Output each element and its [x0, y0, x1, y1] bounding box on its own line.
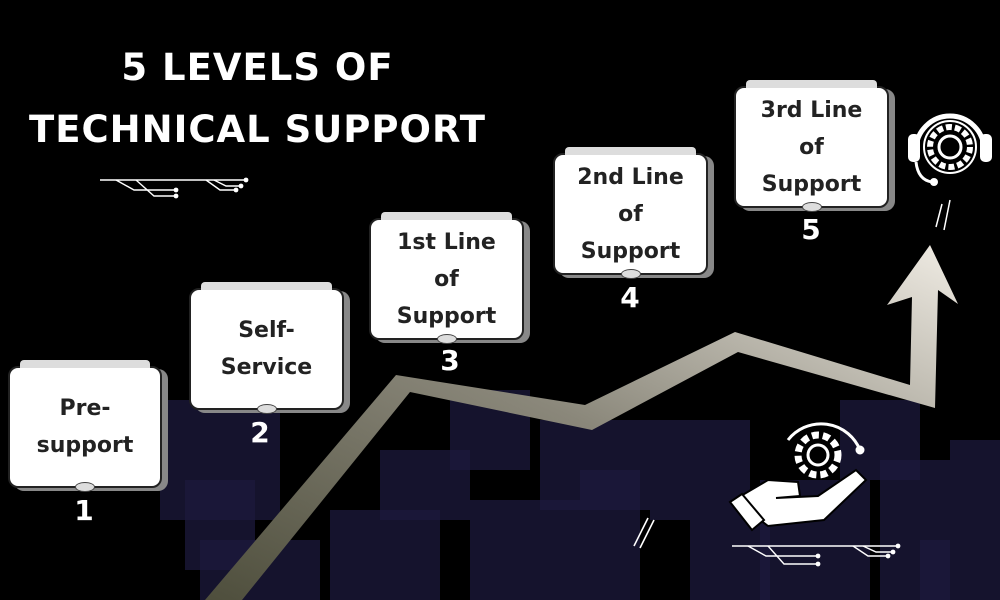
- circuit-lines-icon: [732, 543, 901, 567]
- slash-marks-icon: [633, 517, 655, 549]
- level-card-label: Pre- support: [36, 396, 134, 458]
- level-card-label: Self- Service: [220, 318, 313, 380]
- level-number: 3: [440, 344, 460, 377]
- hand-gear-icon: [728, 422, 868, 532]
- level-card-5: 3rd Line of Support: [734, 80, 889, 212]
- bg-square: [950, 440, 1000, 540]
- level-number: 2: [250, 416, 270, 449]
- page-title: 5 LEVELS OF: [121, 46, 394, 89]
- bg-square: [470, 500, 580, 600]
- card-pin-icon: [801, 202, 822, 212]
- bg-square: [330, 510, 440, 600]
- bg-square: [580, 470, 640, 600]
- level-card-1: Pre- support: [8, 360, 162, 492]
- circuit-lines-icon: [100, 177, 249, 199]
- card-pin-icon: [436, 334, 457, 344]
- level-number: 4: [620, 281, 640, 314]
- card-pin-icon: [256, 404, 277, 414]
- level-card-2: Self- Service: [189, 282, 344, 414]
- headset-gear-icon: [908, 113, 992, 231]
- bg-square: [920, 540, 1000, 600]
- level-card-label: 1st Line of Support: [396, 229, 497, 329]
- card-pin-icon: [75, 482, 95, 492]
- level-card-label: 3rd Line of Support: [760, 97, 863, 197]
- level-card-4: 2nd Line of Support: [553, 147, 708, 279]
- level-card-label: 2nd Line of Support: [577, 164, 684, 264]
- page-subtitle: TECHNICAL SUPPORT: [28, 108, 487, 151]
- level-card-3: 1st Line of Support: [369, 212, 524, 344]
- card-pin-icon: [620, 269, 641, 279]
- level-number: 1: [74, 494, 94, 527]
- level-number: 5: [801, 213, 821, 246]
- bg-square: [690, 520, 770, 600]
